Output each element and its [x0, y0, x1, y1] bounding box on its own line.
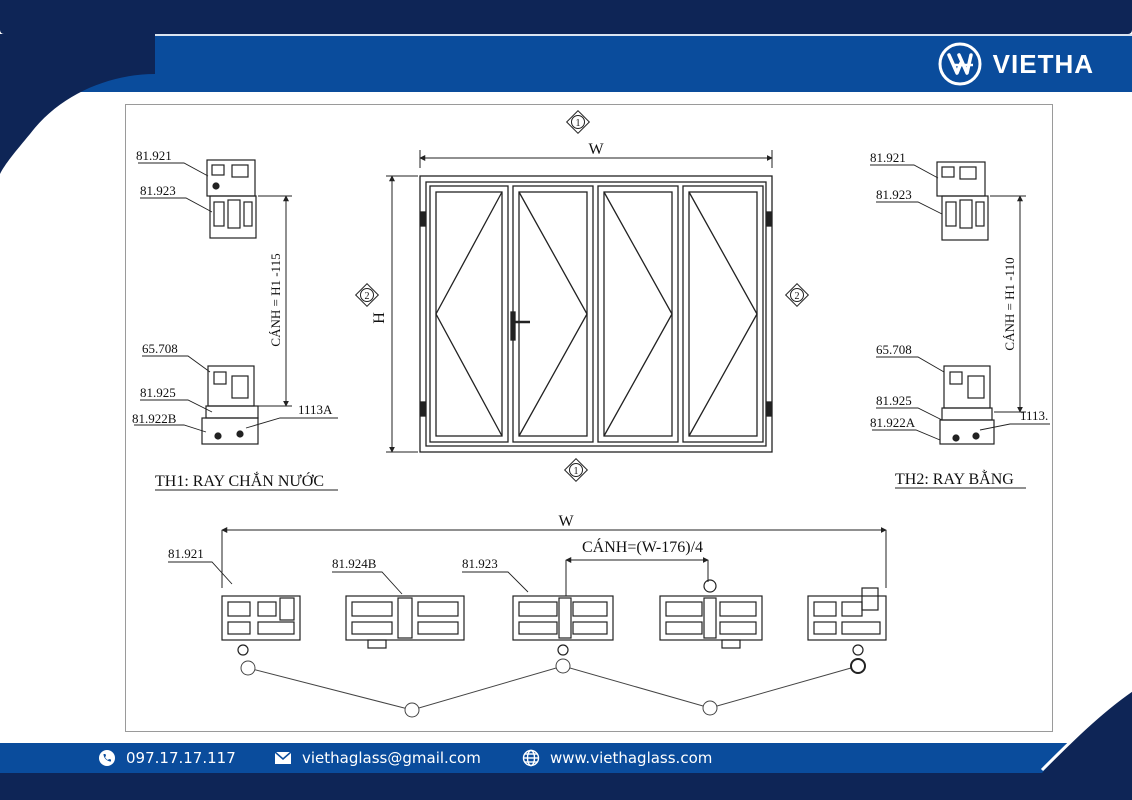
svg-text:1: 1	[576, 118, 581, 129]
th1-dim-text: CÁNH = H1 -115	[268, 253, 283, 346]
th2-section	[936, 161, 995, 445]
th2-label-81921: 81.921	[870, 150, 906, 165]
th2-label-81922a: 81.922A	[870, 415, 916, 430]
th1-caption: TH1: RAY CHẮN NƯỚC	[155, 471, 324, 490]
folding-path	[240, 658, 866, 718]
th1-label-1113a: 1113A	[298, 402, 333, 417]
dimension-w	[419, 150, 773, 168]
phone-icon	[98, 749, 116, 767]
plan-canh-formula: CÁNH=(W-176)/4	[582, 537, 703, 556]
left-arc-decoration	[0, 34, 155, 174]
plan-label-81923: 81.923	[462, 556, 498, 571]
th1-label-65708: 65.708	[142, 341, 178, 356]
th2-label-81923: 81.923	[876, 187, 912, 202]
brand-name: VIETHA	[992, 48, 1094, 79]
mail-icon	[274, 749, 292, 767]
contact-phone[interactable]: 097.17.17.117	[98, 747, 236, 769]
plan-profiles	[221, 579, 887, 656]
plan-label-81924b: 81.924B	[332, 556, 377, 571]
section-marker-bottom: 1	[563, 457, 589, 483]
section-marker-right: 2	[784, 282, 810, 308]
footer-bar	[0, 743, 1132, 773]
th1-label-81921: 81.921	[136, 148, 172, 163]
vietha-logo-icon	[938, 42, 982, 86]
globe-icon	[522, 749, 540, 767]
dimension-h	[386, 175, 418, 453]
section-marker-top: 1	[565, 109, 591, 135]
th1-label-81922b: 81.922B	[132, 411, 177, 426]
th2-dim-text: CÁNH = H1 -110	[1002, 257, 1017, 350]
top-bar	[0, 0, 1132, 34]
dim-w-label: W	[588, 141, 604, 158]
th2-label-1113: 1113.	[1020, 408, 1048, 423]
th2-caption: TH2: RAY BẰNG	[895, 469, 1014, 488]
phone-number: 097.17.17.117	[126, 749, 236, 767]
website-url: www.viethaglass.com	[550, 749, 713, 767]
corner-curve-decoration	[982, 690, 1132, 800]
th1-label-81925: 81.925	[140, 385, 176, 400]
door-elevation	[419, 175, 773, 453]
th2-label-65708: 65.708	[876, 342, 912, 357]
th1-label-81923: 81.923	[140, 183, 176, 198]
email-address: viethaglass@gmail.com	[302, 749, 481, 767]
th2-dimension	[990, 195, 1026, 413]
section-marker-left: 2	[354, 282, 380, 308]
dim-h-label: H	[371, 312, 388, 324]
plan-label-81921: 81.921	[168, 546, 204, 561]
contact-website[interactable]: www.viethaglass.com	[522, 747, 712, 769]
brand-logo[interactable]: VIETHA	[937, 40, 1094, 88]
header-band	[0, 34, 1132, 92]
contact-email[interactable]: viethaglass@gmail.com	[274, 747, 481, 769]
plan-dim-w: W	[558, 513, 574, 530]
footer-bottom	[0, 773, 1132, 800]
plan-dimension-canh	[565, 557, 709, 596]
th2-label-81925: 81.925	[876, 393, 912, 408]
th1-section	[201, 159, 259, 445]
plan-dimension-w	[221, 527, 887, 588]
svg-text:1: 1	[574, 466, 579, 477]
th1-dimension	[258, 195, 292, 407]
svg-text:2: 2	[365, 291, 370, 302]
svg-text:2: 2	[795, 291, 800, 302]
